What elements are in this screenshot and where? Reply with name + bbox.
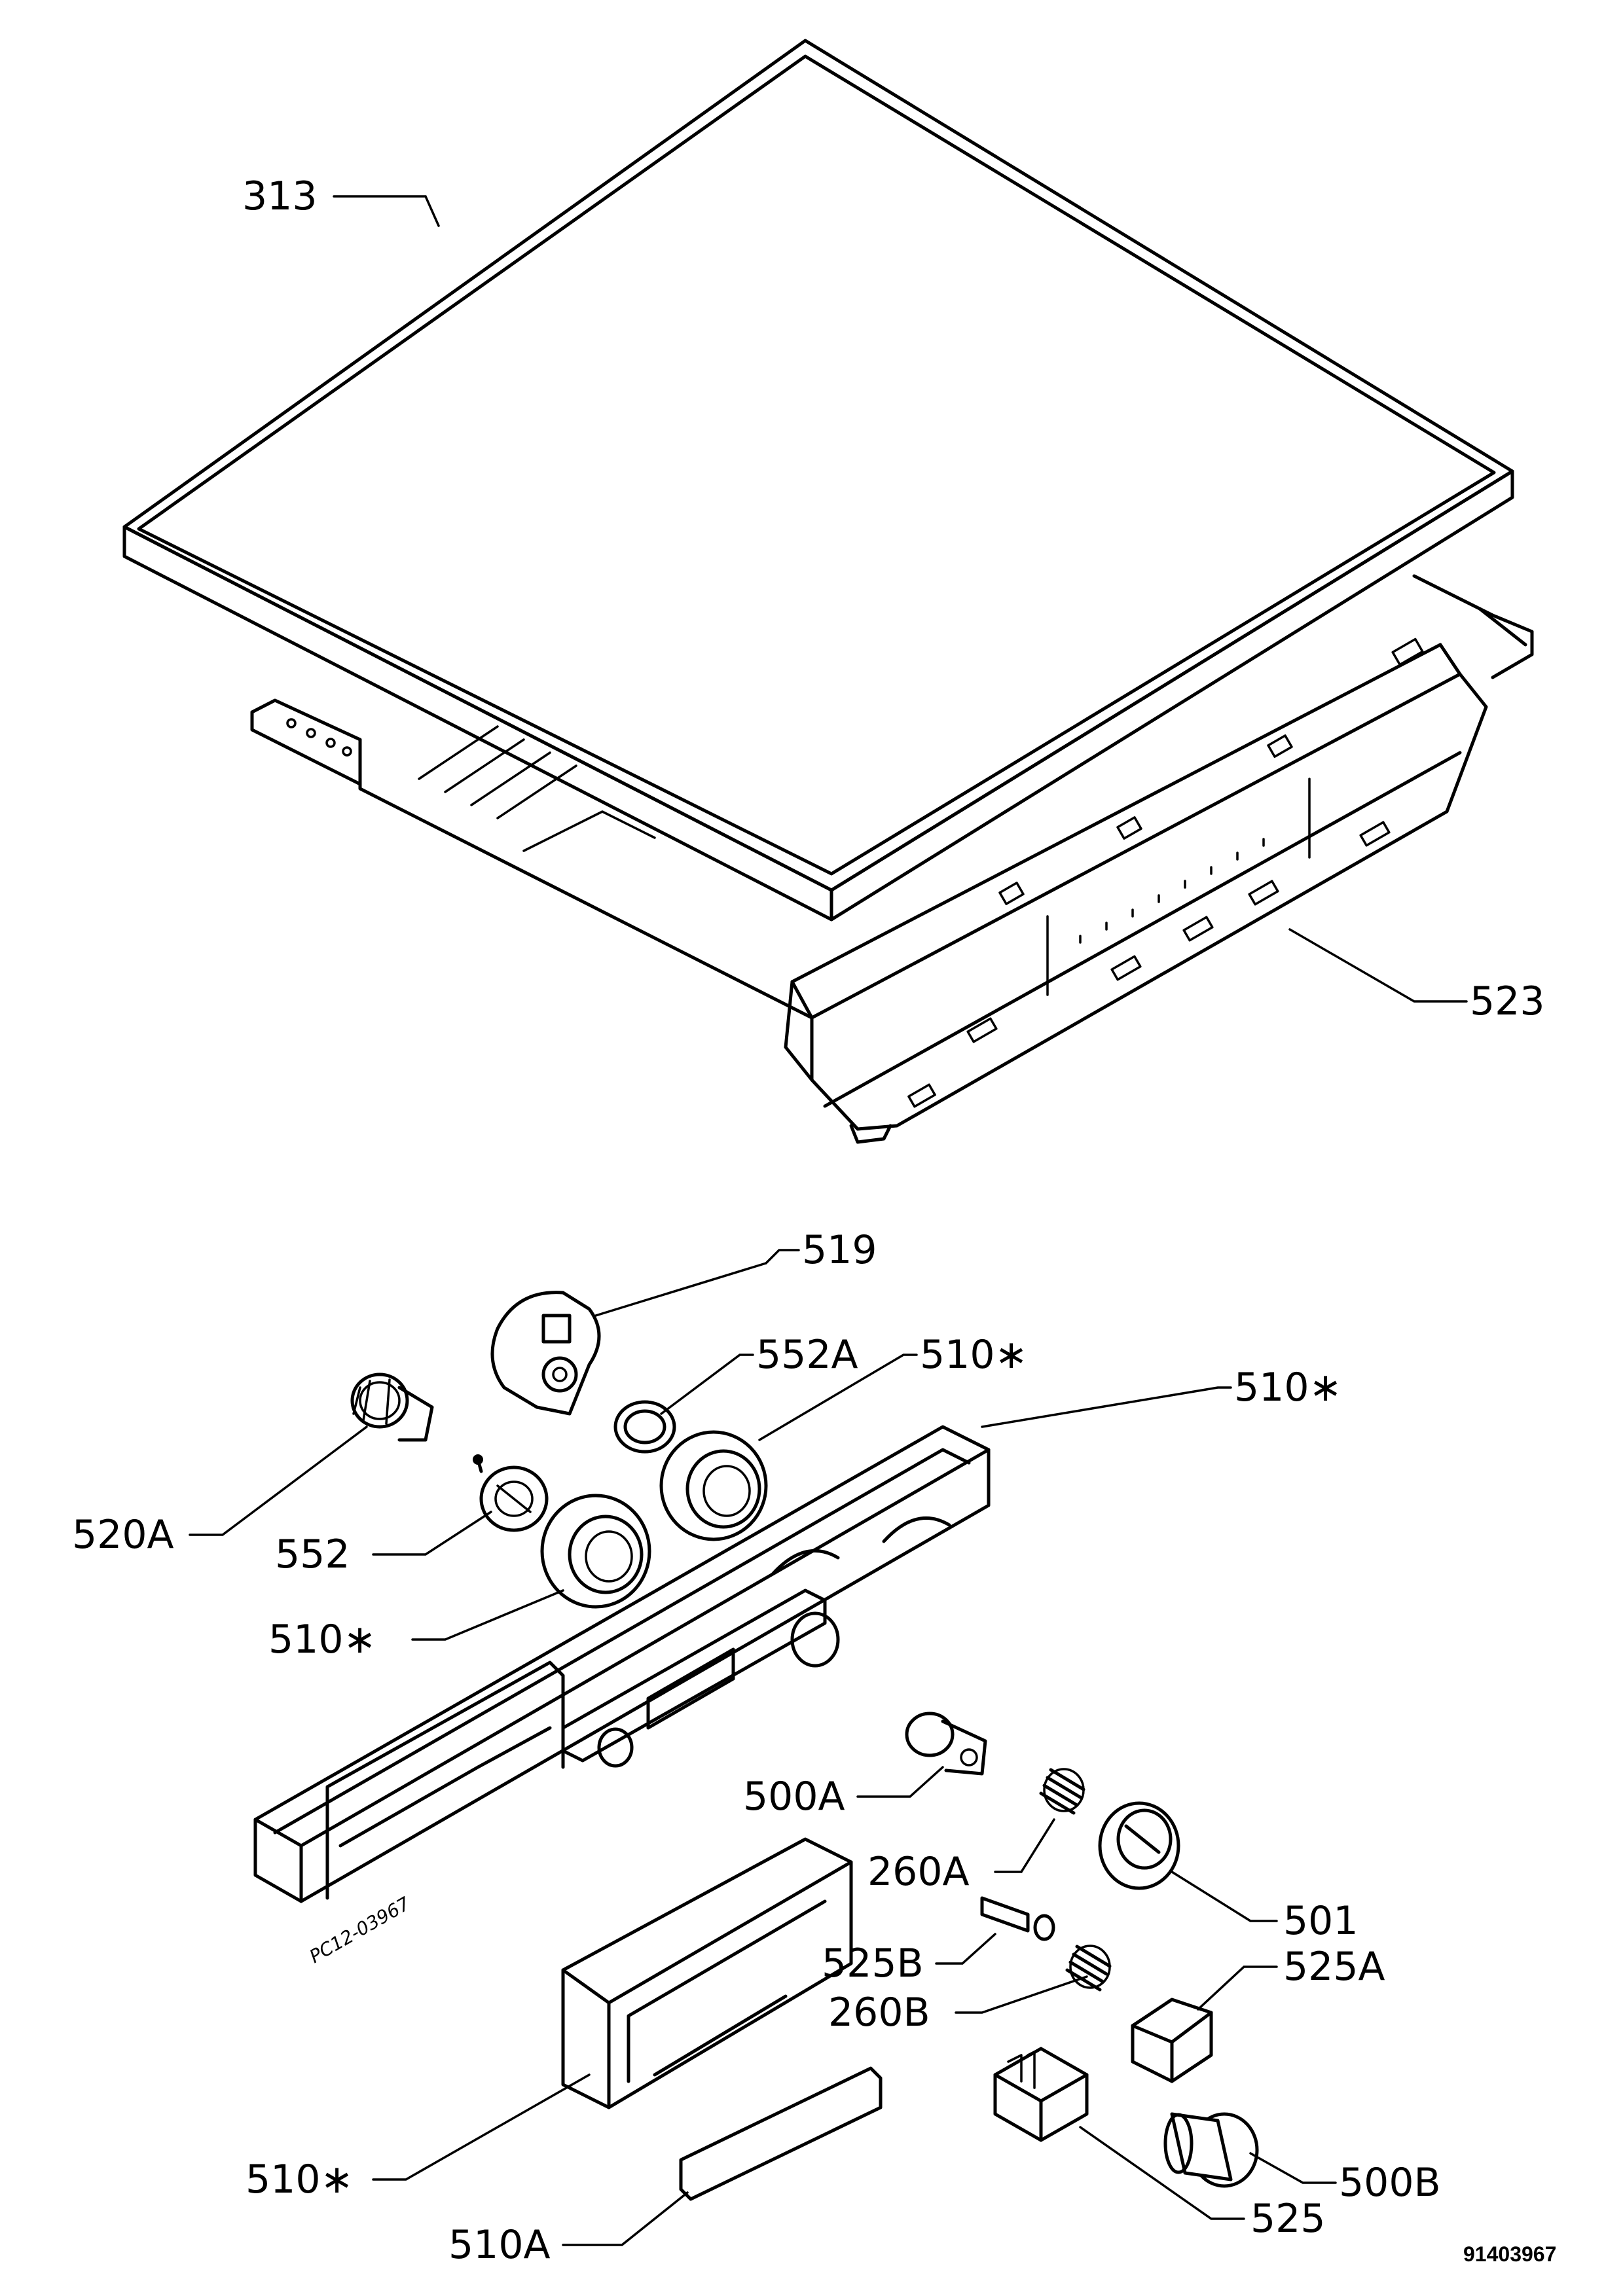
label-525B: 525B [822,1941,924,1986]
part-520A-coupling [350,1372,434,1442]
label-552A: 552A [756,1332,858,1378]
label-260B: 260B [828,1990,930,2036]
label-552: 552 [275,1532,350,1577]
part-525B-pin [980,1896,1055,1941]
part-525A-cap [1131,1998,1213,2083]
part-labels: 313 523 519 552A 510∗ 510∗ 520A 552 510∗… [72,173,1556,2268]
leader-lines [189,195,1468,2246]
label-525: 525 [1250,2196,1326,2242]
label-313: 313 [242,173,318,219]
label-501: 501 [1283,1898,1359,1944]
part-523-frame [250,574,1534,1144]
part-260B-spring [1065,1945,1112,1992]
label-510-middle: 510∗ [268,1617,376,1662]
part-552A-ring [613,1400,676,1454]
label-510A: 510A [448,2222,551,2268]
part-500B-shaft [1163,2112,1259,2188]
label-510-right: 510∗ [1234,1365,1342,1410]
part-525-button [993,2047,1089,2142]
label-525A: 525A [1283,1944,1385,1990]
part-260A-spring [1039,1768,1085,1815]
label-520A: 520A [72,1512,174,1558]
part-500A-shaft [905,1712,987,1776]
label-519: 519 [802,1227,877,1273]
label-510-upper: 510∗ [920,1332,1028,1378]
part-519-cam [490,1291,601,1416]
part-510-drawer [561,1837,853,2109]
part-501-knob [1098,1801,1180,1890]
stamp-text: PC12-03967 [306,1893,414,1967]
part-313-worktop [122,39,1514,922]
document-number: 91403967 [1463,2242,1556,2266]
part-510-knob-lower [540,1494,651,1609]
label-500B: 500B [1339,2160,1441,2206]
label-500A: 500A [743,1774,845,1820]
part-510-knob-upper [659,1430,768,1541]
label-260A: 260A [867,1849,970,1895]
part-510A-plate [679,2066,883,2201]
label-523: 523 [1470,978,1545,1024]
label-510-lower: 510∗ [246,2157,354,2202]
part-552-spindle [473,1454,549,1532]
